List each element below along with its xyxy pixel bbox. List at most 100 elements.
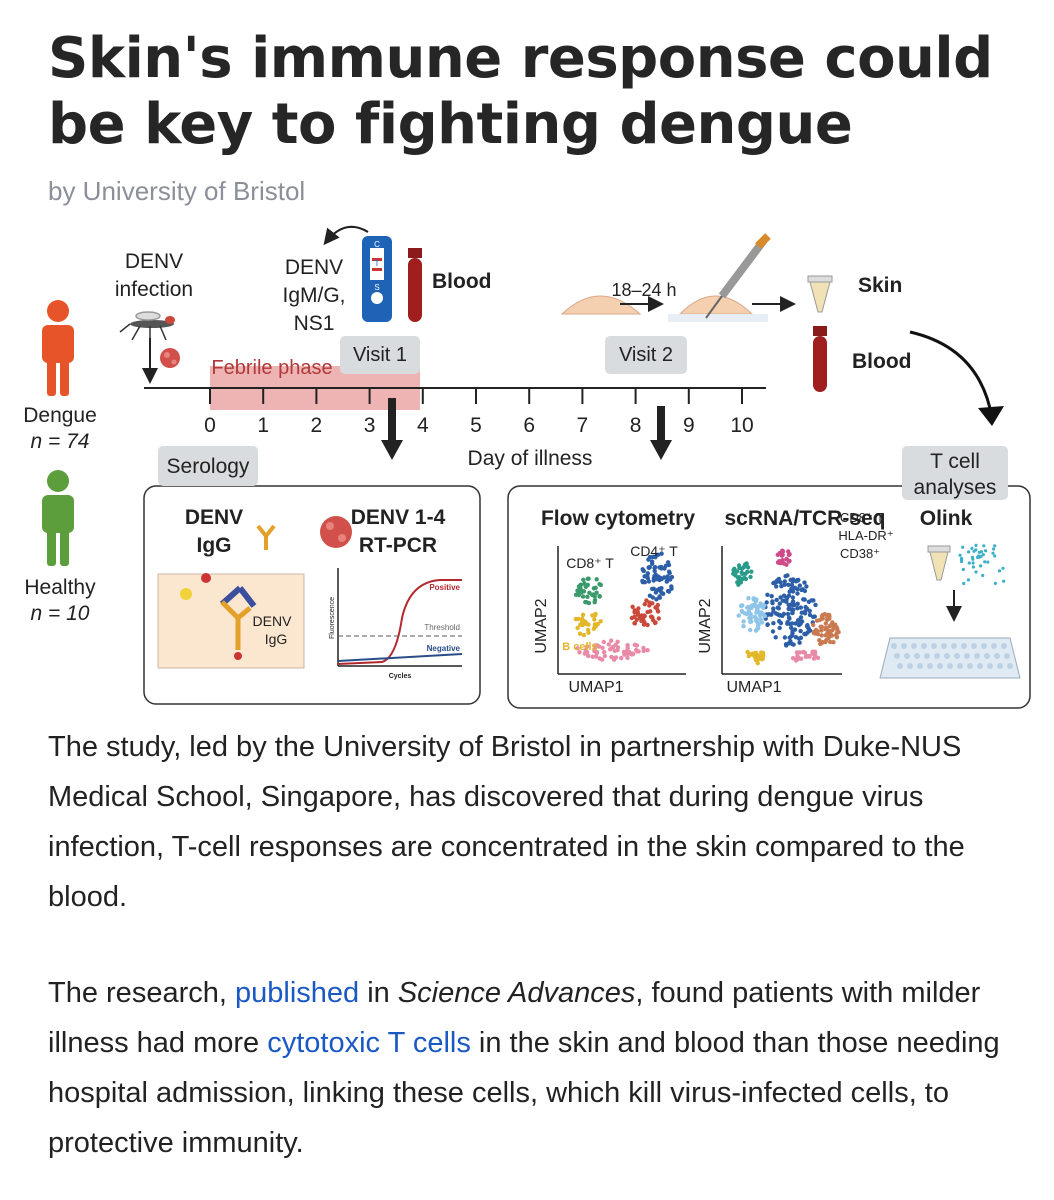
c3-dot (785, 611, 791, 617)
cd4-dot (647, 565, 652, 570)
c3-dot (807, 612, 813, 618)
spray-dot (992, 547, 996, 551)
umap-scrna-plot (731, 548, 841, 666)
c1-dot (736, 563, 742, 568)
c5-dot (819, 633, 824, 638)
c3-dot (776, 576, 782, 582)
c6-dot (760, 653, 766, 659)
paragraph-2-text-2: in (359, 977, 398, 1009)
spray-dot (970, 555, 975, 559)
cd4-dot (666, 569, 672, 574)
c3-dot (774, 597, 779, 603)
spray-dot (982, 544, 986, 548)
c3-dot (807, 628, 813, 633)
cluster-dot (648, 614, 654, 619)
cd8-dot (585, 582, 590, 588)
tick-label-1: 1 (257, 414, 269, 437)
c5-dot (826, 628, 831, 633)
dengue-n-label: n = 74 (31, 430, 90, 453)
sample-tube-icon (807, 275, 833, 313)
c5-dot (811, 622, 816, 628)
serology-panel (143, 485, 481, 705)
c5-dot (829, 633, 835, 638)
cluster-dot (629, 615, 635, 621)
scrna-label: scRNA/TCR-seq (724, 507, 885, 530)
c4-dot (753, 603, 759, 609)
well (914, 653, 920, 659)
well (904, 653, 910, 659)
strip-t-label: T (375, 259, 380, 268)
well (924, 653, 930, 659)
c5-dot (830, 628, 835, 633)
cd4-dot (654, 588, 660, 593)
dengue-label: Dengue (23, 404, 97, 427)
c7-dot (807, 654, 812, 659)
healthy-person-icon (42, 470, 74, 566)
c5-dot (817, 617, 823, 623)
denv-infection-label-2: infection (115, 278, 193, 301)
well (961, 643, 967, 649)
c3-dot (797, 640, 802, 645)
c3-dot (795, 601, 800, 606)
cluster-dot (644, 598, 649, 603)
c6-dot (746, 653, 751, 659)
c3-dot (798, 635, 804, 640)
c4-dot (761, 605, 766, 610)
cytotoxic-t-cells-link[interactable]: cytotoxic T cells (267, 1027, 471, 1059)
visit-1-label: Visit 1 (353, 344, 407, 366)
c3-dot (802, 631, 807, 637)
tick-label-3: 3 (364, 414, 376, 437)
c3-dot (804, 606, 810, 611)
c5-dot (823, 633, 828, 638)
c4-dot (759, 620, 765, 625)
cluster-dot (655, 602, 660, 608)
tick-label-4: 4 (417, 414, 429, 437)
well (907, 663, 913, 669)
c5-dot (836, 629, 841, 635)
cd4-dot (654, 577, 660, 582)
cd4-dot (646, 557, 651, 562)
c7-dot (790, 656, 796, 661)
c3-dot (780, 598, 785, 603)
tcell-badge (902, 446, 1008, 500)
c3-dot (804, 584, 809, 589)
cd8-dot (577, 590, 582, 595)
visit-2-label: Visit 2 (619, 344, 673, 366)
cluster-dot (650, 601, 655, 606)
cd8-dot (584, 600, 589, 605)
c5-dot (831, 640, 836, 645)
well (1004, 653, 1010, 659)
visit-2-badge (605, 336, 687, 374)
c1-dot (733, 573, 738, 578)
cd8-dot (597, 594, 602, 599)
c4-dot (749, 605, 754, 611)
c4-dot (741, 619, 746, 624)
article-byline[interactable]: by University of Bristol (48, 176, 306, 206)
bcell-dot (586, 622, 591, 627)
spray-dot (986, 560, 990, 564)
spray-dot (974, 570, 978, 574)
cd8-dot (592, 597, 598, 603)
healthy-label: Healthy (24, 576, 96, 599)
published-link[interactable]: published (234, 977, 360, 1009)
c4-dot (739, 603, 744, 608)
cd4-dot (650, 586, 655, 592)
c5-dot (820, 640, 825, 645)
cd4-dot (661, 591, 666, 596)
visit-2-arrow (650, 440, 672, 460)
spray-dot (991, 551, 995, 555)
spray-dot (1001, 566, 1005, 570)
c3-dot (788, 577, 793, 583)
cluster-dot (641, 622, 647, 627)
c3-dot (778, 595, 783, 600)
rtpcr-chart (337, 568, 463, 667)
c7-dot (795, 656, 801, 662)
c2-dot (775, 552, 780, 557)
c3-dot (784, 599, 789, 604)
well (934, 653, 940, 659)
c3-dot (798, 628, 803, 634)
cd4-dot (659, 576, 664, 582)
cluster-dot (655, 609, 661, 614)
mono-dot (606, 642, 611, 647)
syringe-icon (705, 233, 771, 319)
